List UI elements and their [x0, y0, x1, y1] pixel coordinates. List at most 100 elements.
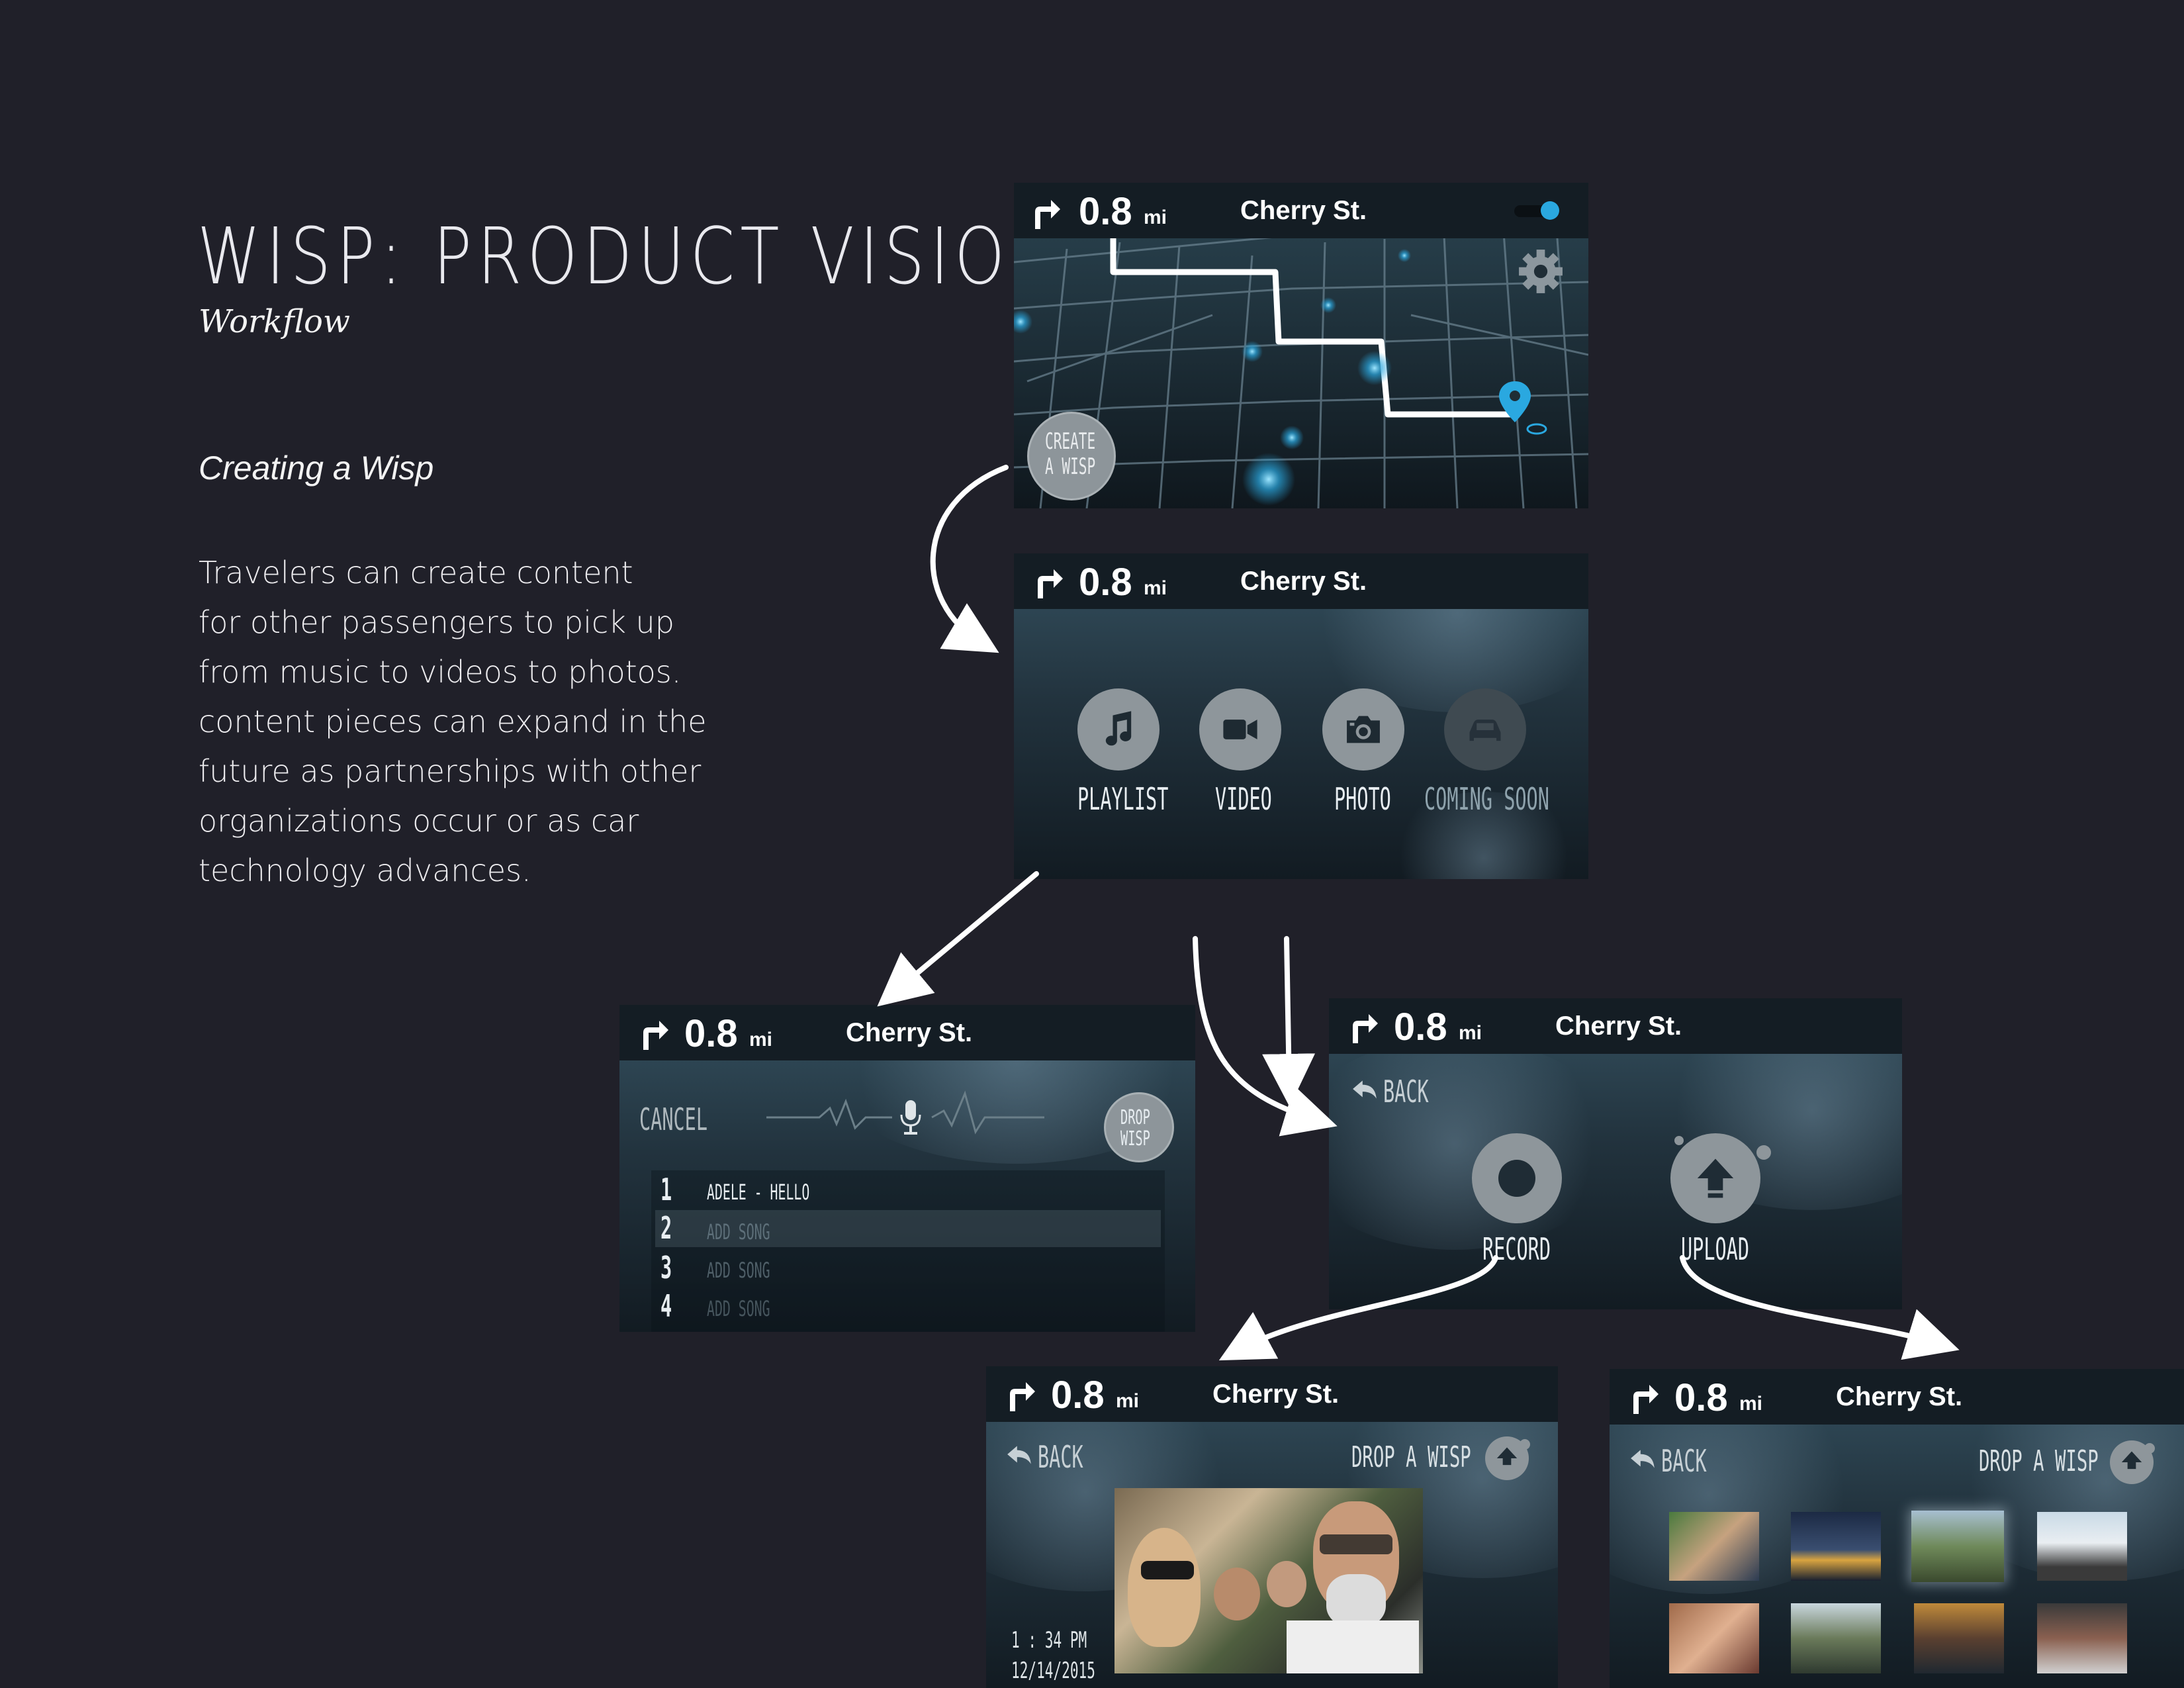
- back-arrow-icon: [1631, 1450, 1655, 1468]
- nav-header: 0.8 mi Cherry St.: [619, 1005, 1195, 1060]
- turn-right-icon: [1038, 569, 1063, 598]
- playlist-button[interactable]: [1077, 688, 1160, 771]
- create-wisp-button[interactable]: CREATE A WISP: [1027, 412, 1116, 500]
- street-name: Cherry St.: [846, 1018, 973, 1047]
- drop-wisp-label-1: DROP: [1120, 1106, 1150, 1129]
- turn-right-icon: [1353, 1014, 1378, 1043]
- distance-value: 0.8: [1674, 1376, 1728, 1419]
- upload-button[interactable]: [1670, 1133, 1760, 1223]
- turn-right-icon: [1010, 1382, 1035, 1411]
- section-title: Creating a Wisp: [199, 449, 434, 487]
- camera-icon: [1347, 716, 1380, 743]
- record-label: RECORD: [1482, 1231, 1551, 1267]
- screen-playlist: 0.8 mi Cherry St. CANCEL DROP WISP 1 ADE…: [619, 1005, 1195, 1332]
- gallery-thumbnail[interactable]: [1791, 1603, 1881, 1673]
- nav-header: 0.8 mi Cherry St.: [1610, 1369, 2184, 1425]
- description-line: for other passengers to pick up: [199, 604, 674, 640]
- distance-unit: mi: [1144, 577, 1167, 599]
- arrow-menu-to-playlist: [877, 871, 1039, 1007]
- drop-wisp-label-2: WISP: [1120, 1127, 1150, 1150]
- music-note-icon: [1105, 711, 1132, 746]
- decor-dot: [1520, 1439, 1530, 1450]
- street-name: Cherry St.: [1240, 567, 1367, 596]
- waveform: [766, 1090, 1044, 1135]
- song-number: 4: [660, 1288, 672, 1324]
- distance-value: 0.8: [1051, 1374, 1105, 1417]
- gallery-thumbnail[interactable]: [2037, 1512, 2127, 1581]
- screen-record-preview: 0.8 mi Cherry St. BACK DROP A WISP 1 : 3…: [986, 1366, 1558, 1688]
- photo-preview: [1115, 1488, 1423, 1673]
- create-wisp-label-1: CREATE: [1045, 428, 1096, 455]
- nav-header: 0.8 mi Cherry St.: [1329, 998, 1902, 1054]
- drop-a-wisp-label: DROP A WISP: [1979, 1444, 2099, 1478]
- description-line: from music to videos to photos.: [199, 654, 682, 690]
- car-icon: [1469, 720, 1501, 741]
- page-title: WISP: PRODUCT VISION: [197, 211, 1064, 302]
- drop-a-wisp-button[interactable]: DROP A WISP: [1979, 1444, 2171, 1478]
- list-item[interactable]: 4 ADD SONG: [651, 1287, 1165, 1325]
- turn-right-icon: [1633, 1385, 1659, 1414]
- list-item[interactable]: 2 ADD SONG: [655, 1210, 1161, 1247]
- back-label: BACK: [1661, 1443, 1707, 1479]
- distance-unit: mi: [1116, 1390, 1140, 1412]
- gallery-thumbnail[interactable]: [1911, 1511, 2004, 1582]
- list-item[interactable]: 1 ADELE - HELLO: [651, 1170, 1165, 1209]
- record-button[interactable]: [1472, 1133, 1562, 1223]
- coming-soon-label: COMING SOON: [1424, 781, 1549, 817]
- arrow-menu-to-source-1: [1193, 936, 1338, 1137]
- photo-button[interactable]: [1322, 688, 1404, 771]
- street-name: Cherry St.: [1836, 1382, 1963, 1411]
- description-line: organizations occur or as car: [199, 803, 639, 839]
- photo-label: PHOTO: [1334, 781, 1391, 817]
- coming-soon-button: [1444, 688, 1526, 771]
- gallery-thumbnail[interactable]: [1914, 1603, 2004, 1673]
- description-line: Travelers can create content: [199, 555, 633, 590]
- screen-map: 0.8 mi Cherry St. CREATE A WISP: [1014, 183, 1588, 508]
- upload-arrow-icon: [1697, 1158, 1734, 1198]
- song-number: 3: [660, 1250, 672, 1286]
- upload-button[interactable]: [1485, 1436, 1529, 1480]
- screen-upload-gallery: 0.8 mi Cherry St. BACK DROP A WISP: [1610, 1369, 2184, 1688]
- description: Travelers can create content for other p…: [199, 548, 741, 896]
- video-label: VIDEO: [1215, 781, 1272, 817]
- create-wisp-label-2: A WISP: [1045, 453, 1096, 480]
- distance-value: 0.8: [1079, 190, 1132, 233]
- distance-value: 0.8: [1394, 1006, 1447, 1049]
- gear-icon[interactable]: [1516, 246, 1566, 297]
- back-label: BACK: [1038, 1439, 1083, 1475]
- microphone-icon[interactable]: [897, 1098, 924, 1137]
- playlist-label: PLAYLIST: [1077, 781, 1169, 817]
- toggle-switch[interactable]: [1514, 201, 1559, 220]
- nav-header: 0.8 mi Cherry St.: [1014, 553, 1588, 609]
- decor-dot: [1674, 1136, 1684, 1145]
- street-name: Cherry St.: [1212, 1380, 1340, 1409]
- page-subtitle: Workflow: [199, 303, 351, 340]
- gallery-thumbnail[interactable]: [1791, 1512, 1881, 1581]
- timestamp-time: 1 : 34 PM: [1011, 1627, 1087, 1654]
- arrow-menu-to-source-2: [1262, 936, 1316, 1107]
- cancel-button[interactable]: CANCEL: [639, 1102, 749, 1137]
- video-button[interactable]: [1199, 688, 1281, 771]
- song-title: ADD SONG: [707, 1219, 770, 1244]
- drop-wisp-button[interactable]: DROP WISP: [1104, 1092, 1174, 1162]
- gallery-thumbnail[interactable]: [2037, 1603, 2127, 1673]
- upload-label: UPLOAD: [1681, 1231, 1750, 1267]
- song-title: ADELE - HELLO: [707, 1180, 810, 1205]
- location-pin-icon: [1499, 381, 1531, 422]
- gallery-thumbnail[interactable]: [1669, 1603, 1759, 1673]
- song-number: 2: [660, 1210, 672, 1246]
- description-line: technology advances.: [199, 853, 531, 888]
- song-list: 1 ADELE - HELLO 2 ADD SONG 3 ADD SONG 4 …: [651, 1170, 1165, 1332]
- distance-unit: mi: [749, 1029, 773, 1051]
- distance-value: 0.8: [684, 1012, 738, 1055]
- list-item[interactable]: 3 ADD SONG: [651, 1248, 1165, 1287]
- screen-create-menu: 0.8 mi Cherry St. PLAYLIST VIDEO PHOTO C…: [1014, 553, 1588, 879]
- distance-unit: mi: [1739, 1393, 1763, 1415]
- back-label: BACK: [1383, 1074, 1429, 1109]
- arrow-map-to-menu: [930, 465, 1009, 653]
- cancel-label: CANCEL: [639, 1102, 708, 1137]
- back-arrow-icon: [1007, 1446, 1031, 1464]
- drop-a-wisp-button[interactable]: DROP A WISP: [1351, 1440, 1544, 1474]
- gallery-thumbnail[interactable]: [1669, 1512, 1759, 1581]
- back-arrow-icon: [1353, 1080, 1377, 1099]
